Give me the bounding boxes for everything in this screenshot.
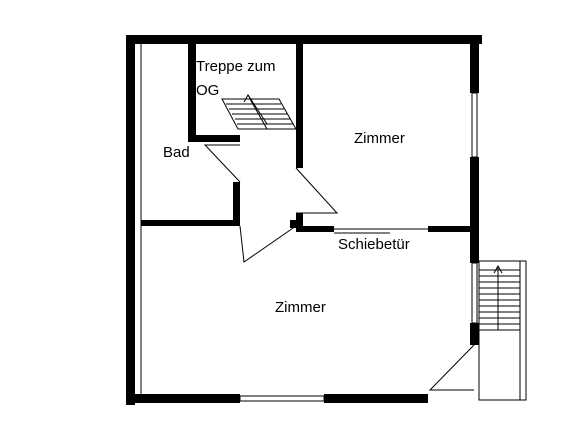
wall-zimmer-bottom <box>296 226 334 232</box>
wall-zimmer-bottom-right <box>428 226 472 232</box>
window-right-low <box>471 262 478 324</box>
stair-exterior-arrowhead <box>493 264 503 274</box>
stair-exterior <box>478 260 527 401</box>
label-zimmer-unten: Zimmer <box>275 299 326 316</box>
windows <box>239 92 478 402</box>
wall-right-low <box>470 323 479 345</box>
wall-stub-small <box>290 220 296 228</box>
right-door-swing <box>428 344 475 391</box>
label-zimmer-oben: Zimmer <box>354 130 405 147</box>
wall-right-top <box>470 35 479 93</box>
wall-zimmer-bottom-stub <box>296 213 303 231</box>
wall-bottom-right <box>324 394 428 403</box>
window-right <box>471 92 478 158</box>
stair-og <box>221 94 297 130</box>
stair-og-outline <box>221 98 297 130</box>
stair-og-rail <box>249 98 268 130</box>
outer-walls <box>126 35 482 405</box>
wall-zimmer-left <box>296 44 303 168</box>
label-bad: Bad <box>163 144 190 161</box>
wall-bad-stair-bottom <box>188 135 240 142</box>
wall-horizontal-left <box>141 220 240 226</box>
zimmer-door-swing <box>239 225 297 263</box>
wall-left <box>126 35 135 405</box>
label-schiebetuer: Schiebetür <box>338 236 410 253</box>
hall-door-swing <box>295 167 339 214</box>
wall-bad-right <box>233 182 240 220</box>
wall-right-mid <box>470 157 479 263</box>
label-treppe: Treppe zum OG <box>196 55 275 103</box>
wall-bad-top-divider <box>188 44 196 142</box>
wall-bottom-left <box>126 394 240 403</box>
label-treppe-line1: Treppe zum <box>196 58 276 75</box>
bad-door-swing <box>203 144 241 183</box>
wall-top <box>126 35 482 44</box>
interior-walls <box>141 44 472 232</box>
stair-og-arrowhead <box>243 94 253 103</box>
label-treppe-line2: OG <box>196 82 220 99</box>
window-bottom <box>239 395 325 402</box>
door-swings <box>203 144 475 391</box>
thin-lines <box>140 44 428 394</box>
